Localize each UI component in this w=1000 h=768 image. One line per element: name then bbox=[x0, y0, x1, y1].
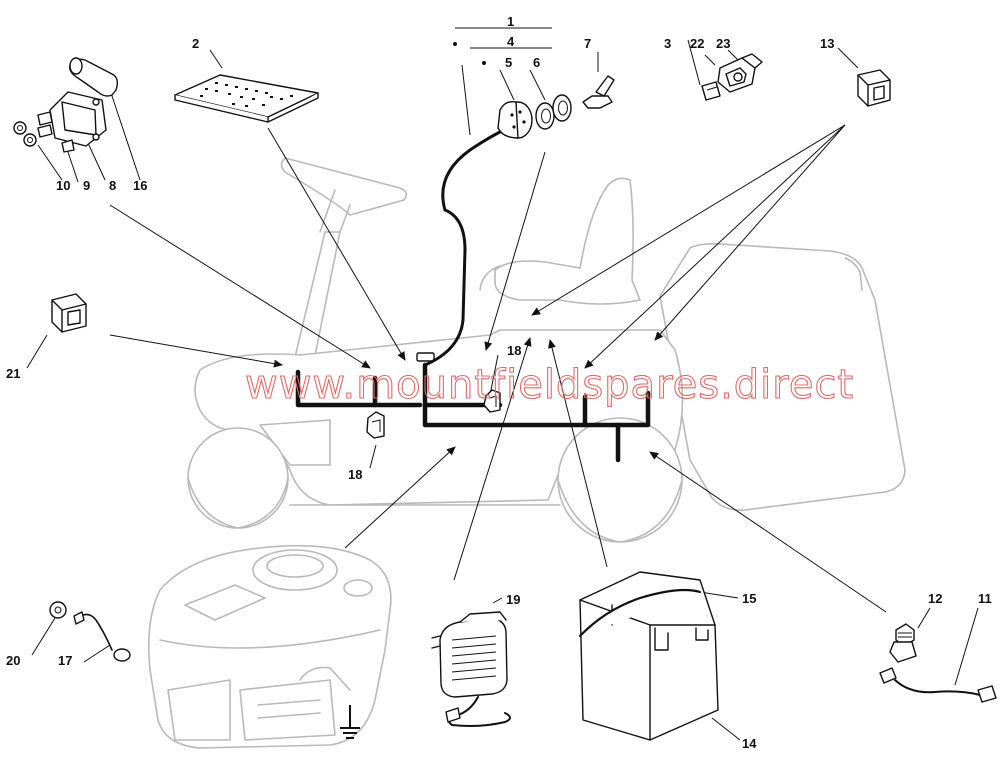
part-11-wiring-lead bbox=[879, 667, 997, 703]
part-8-solenoid bbox=[37, 91, 107, 147]
part-23-relay-base bbox=[741, 53, 763, 69]
callout-2: 2 bbox=[192, 36, 199, 51]
callout-19: 19 bbox=[506, 592, 520, 607]
callout-15: 15 bbox=[742, 591, 756, 606]
part-21-switch bbox=[51, 293, 87, 333]
callout-4: 4 bbox=[507, 34, 515, 49]
tractor-outline bbox=[187, 157, 906, 543]
bullet-dot bbox=[453, 42, 457, 46]
callout-20: 20 bbox=[6, 653, 20, 668]
part-20-washer bbox=[49, 601, 67, 619]
part-7-ignition-key bbox=[582, 75, 615, 109]
part-2-circuit-board bbox=[174, 74, 319, 123]
callout-21: 21 bbox=[6, 366, 20, 381]
callout-13: 13 bbox=[820, 36, 834, 51]
part-17-earth-lead bbox=[73, 611, 131, 662]
ground-icon bbox=[340, 705, 360, 739]
callout-18-upper: 18 bbox=[507, 343, 521, 358]
part-9-nut bbox=[23, 133, 75, 153]
bullet-dot bbox=[482, 61, 486, 65]
part-5-ignition-switch bbox=[497, 100, 533, 139]
part-22-relay bbox=[717, 57, 756, 93]
callout-16: 16 bbox=[133, 178, 147, 193]
callout-14: 14 bbox=[742, 736, 757, 751]
callout-8: 8 bbox=[109, 178, 116, 193]
callout-22: 22 bbox=[690, 36, 704, 51]
callout-labels: 1 4 5 6 7 2 3 22 23 13 10 9 8 16 21 18 1… bbox=[6, 14, 992, 751]
callout-18-lower: 18 bbox=[348, 467, 362, 482]
part-10-nut bbox=[13, 121, 27, 135]
part-19-battery-charger bbox=[431, 611, 511, 727]
callout-5: 5 bbox=[505, 55, 512, 70]
watermark: www.mountfieldspares.direct bbox=[245, 362, 854, 408]
callout-10: 10 bbox=[56, 178, 70, 193]
part-15-battery-strap bbox=[578, 588, 702, 638]
part-16-boot bbox=[68, 57, 119, 97]
harness-connector bbox=[416, 352, 435, 362]
callout-6: 6 bbox=[533, 55, 540, 70]
leader-lines bbox=[26, 27, 979, 741]
callout-17: 17 bbox=[58, 653, 72, 668]
callout-11: 11 bbox=[978, 591, 992, 606]
engine-outline bbox=[147, 544, 392, 749]
callout-7: 7 bbox=[584, 36, 591, 51]
part-6-ring bbox=[535, 94, 572, 130]
callout-1: 1 bbox=[507, 14, 514, 29]
callout-3: 3 bbox=[664, 36, 671, 51]
part-18-clip-a bbox=[483, 389, 501, 413]
callout-12: 12 bbox=[928, 591, 942, 606]
callout-9: 9 bbox=[83, 178, 90, 193]
part-3-fuse bbox=[701, 81, 721, 101]
wiring-harness bbox=[295, 130, 651, 463]
callout-23: 23 bbox=[716, 36, 730, 51]
part-18-clip-b bbox=[366, 411, 385, 439]
part-13-switch bbox=[857, 69, 891, 107]
part-12-sensor bbox=[889, 623, 917, 663]
